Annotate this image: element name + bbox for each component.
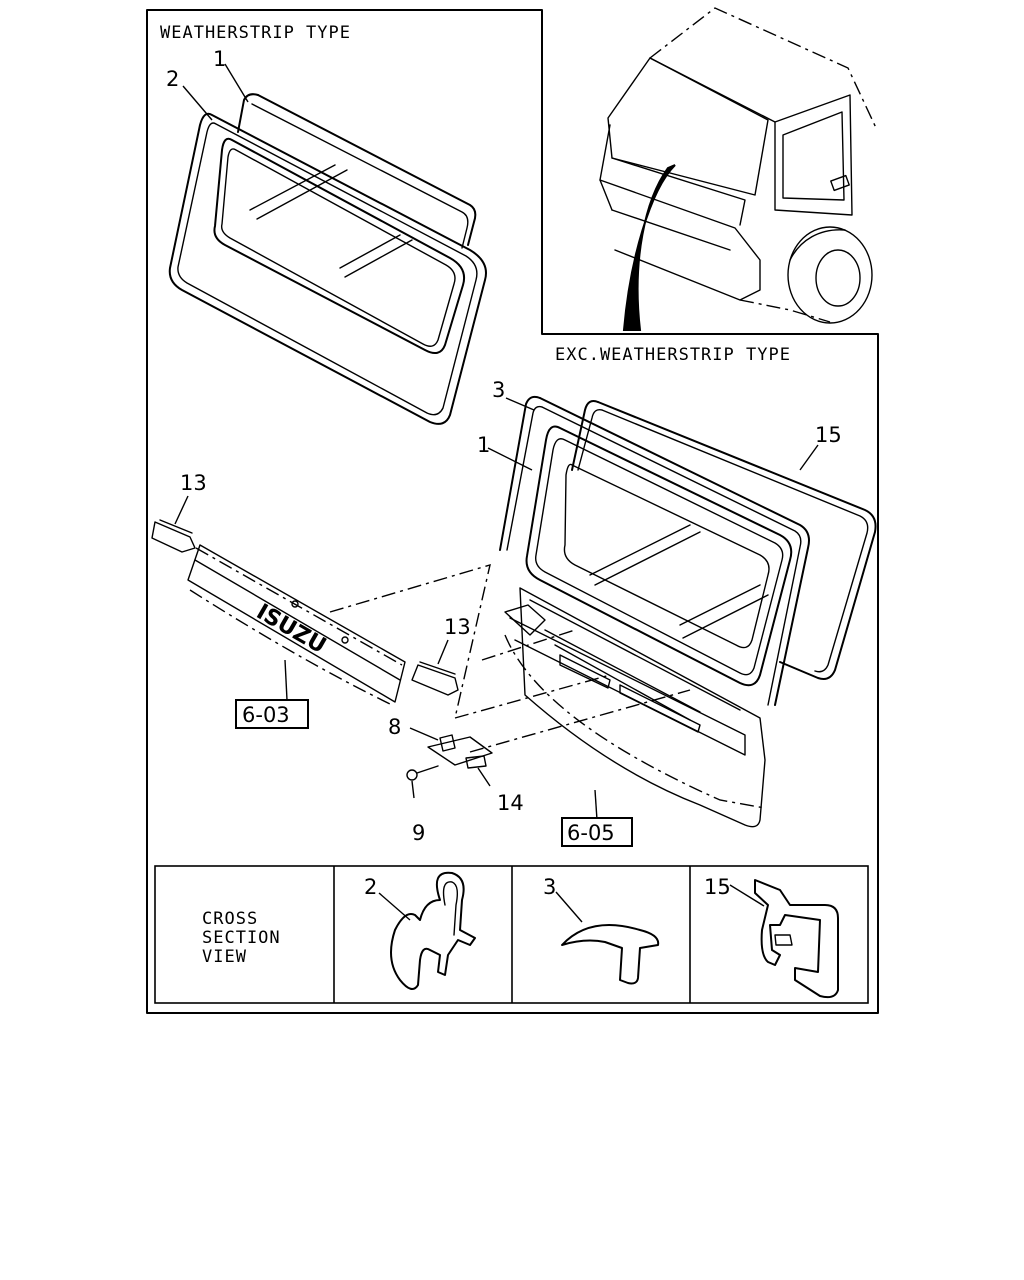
callout-screw: 9 <box>412 821 425 845</box>
front-panel <box>504 587 766 836</box>
callout-grommet: 14 <box>497 791 524 815</box>
cross-section-table <box>154 865 869 1004</box>
cross-section-molding <box>555 891 660 985</box>
clip-right <box>411 639 459 696</box>
cross-section-dam <box>729 879 839 999</box>
callout-ws-glass: 1 <box>213 47 226 71</box>
weatherstrip-type-glass-assembly <box>168 63 487 425</box>
callout-ws-weatherstrip: 2 <box>166 67 179 91</box>
grille-emblem-text: ISUZU <box>252 600 330 660</box>
section-title-exc-weatherstrip-type: EXC.WEATHERSTRIP TYPE <box>555 345 791 365</box>
callout-clip-right: 13 <box>444 615 471 639</box>
cross-section-label-line1: CROSS <box>202 909 258 929</box>
callout-exc-glass: 1 <box>477 433 490 457</box>
callout-exc-molding: 3 <box>492 378 505 402</box>
cross-section-label-line3: VIEW <box>202 947 247 967</box>
front-grille <box>187 544 406 706</box>
section-title-weatherstrip-type: WEATHERSTRIP TYPE <box>160 23 351 43</box>
clip-left <box>151 495 196 553</box>
callout-cs-molding: 3 <box>543 875 556 899</box>
ref-box-panel: 6-05 <box>561 817 633 847</box>
callout-exc-dam: 15 <box>815 423 842 447</box>
ref-grille-label: 6-03 <box>242 703 290 727</box>
truck-cab-illustration <box>599 7 878 331</box>
guide-lines <box>329 563 691 753</box>
ref-box-grille: 6-03 <box>235 699 309 729</box>
cross-section-label-line2: SECTION <box>202 928 281 948</box>
diagram-frame <box>146 9 879 1014</box>
exc-weatherstrip-type-glass-assembly <box>487 395 877 706</box>
callout-clip-nut: 8 <box>388 715 401 739</box>
callout-cs-dam: 15 <box>704 875 731 899</box>
ref-panel-label: 6-05 <box>567 821 615 845</box>
callout-clip-left: 13 <box>180 471 207 495</box>
callout-cs-weatherstrip: 2 <box>364 875 377 899</box>
fastener-group <box>406 727 493 799</box>
cross-section-weatherstrip <box>378 871 476 990</box>
